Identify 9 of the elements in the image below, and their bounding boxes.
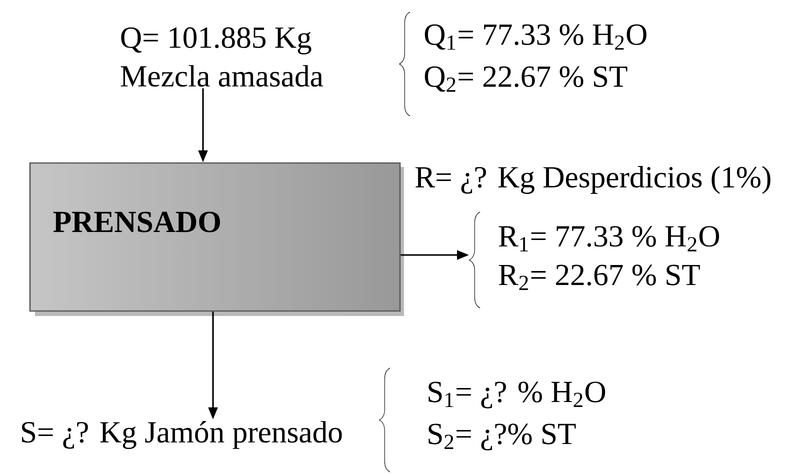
composition-text: Q$_{1}$= 77.33 % H$_{2}$O (424, 24, 646, 50)
process-box: PRENSADO (29, 162, 404, 316)
composition-text: Q$_{2}$= 22.67 % ST (424, 66, 628, 92)
composition-text: S$_{2}$= ¿?% ST (428, 424, 576, 450)
composition-text: S$_{1}$= ¿? % H$_{2}$O (428, 382, 606, 408)
composition-group: R$_{1}$= 77.33 % H$_{2}$O R$_{2}$= 22.67 % ST (469, 212, 720, 308)
stream-text: Q= 101.885 Kg Mezcla amasada (120, 27, 324, 87)
composition-text: R= ¿? Kg Desperdicios (1%) (415, 166, 770, 194)
stream-text: S= ¿? Kg Jamón prensado (22, 421, 342, 449)
